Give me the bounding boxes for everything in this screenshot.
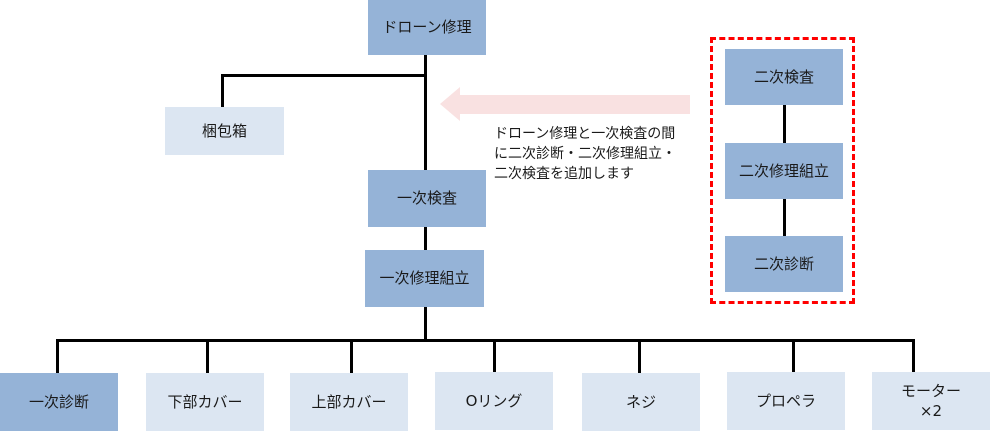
primary-inspection-node: 一次検査 [368, 170, 486, 227]
side-branch-connector-v [221, 74, 224, 107]
arrow-shape [440, 87, 690, 121]
leaf-node-primary-diagnosis: 一次診断 [0, 373, 118, 431]
group-connector-1 [783, 105, 786, 143]
chain-connector-1 [424, 227, 427, 250]
added-steps-dashed-frame [710, 37, 855, 304]
primary-repair-assembly-node: 一次修理組立 [365, 250, 484, 307]
leaf-connector [56, 339, 59, 373]
leaf-connector [912, 339, 915, 373]
secondary-diagnosis-node: 二次診断 [725, 236, 843, 292]
chain-connector-2 [424, 307, 427, 341]
leaf-connector [493, 339, 496, 373]
leaf-node-o-ring: Oリング [435, 372, 553, 430]
trunk-connector [424, 55, 427, 170]
packing-box-node: 梱包箱 [165, 107, 284, 155]
leaf-node-screw: ネジ [582, 373, 700, 431]
leaf-connector [350, 339, 353, 373]
leaf-node-motor: モーター ×2 [872, 372, 990, 430]
side-branch-connector-h [221, 74, 426, 77]
left-arrow-icon [440, 87, 690, 121]
group-connector-2 [783, 199, 786, 236]
leaf-connector [792, 339, 795, 373]
leaf-connector [638, 339, 641, 373]
leaf-bus-connector [56, 339, 915, 342]
secondary-repair-assembly-node: 二次修理組立 [725, 143, 843, 199]
leaf-node-lower-cover: 下部カバー [146, 373, 264, 431]
leaf-node-upper-cover: 上部カバー [290, 373, 408, 431]
leaf-connector [206, 339, 209, 373]
annotation-text: ドローン修理と一次検査の間 に二次診断・二次修理組立・ 二次検査を追加します [494, 126, 676, 182]
secondary-inspection-node: 二次検査 [725, 49, 843, 105]
leaf-node-propeller: プロペラ [727, 372, 845, 430]
root-node: ドローン修理 [368, 0, 486, 55]
